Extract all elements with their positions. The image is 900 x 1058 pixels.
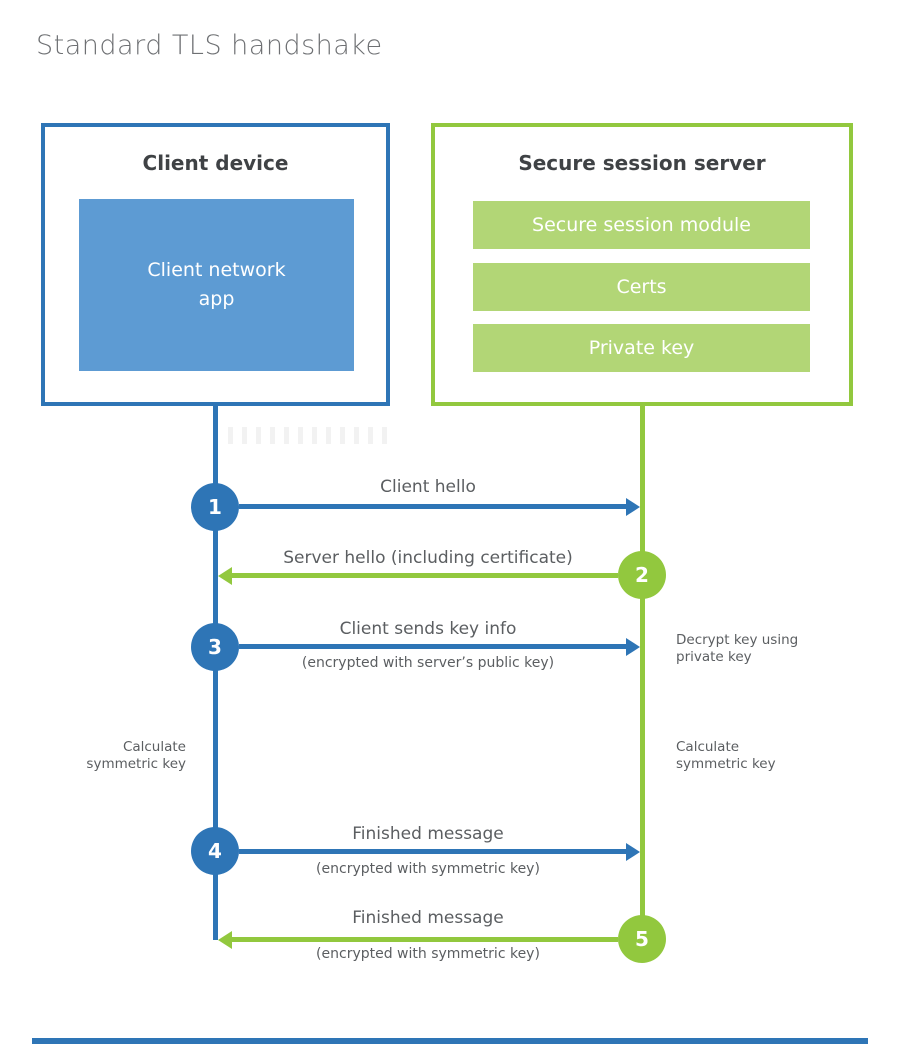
client-device-title: Client device [142, 151, 289, 175]
step5-number: 5 [635, 927, 649, 951]
step4-arrowhead-right-icon [626, 843, 640, 861]
calc-symmetric-key-left: Calculate symmetric key [86, 739, 186, 772]
faint-dash-artifact [228, 427, 388, 444]
step1-arrowhead-right-icon [626, 498, 640, 516]
step2-marker: 2 [618, 551, 666, 599]
step3-arrow [239, 644, 627, 649]
client-lifeline [213, 402, 218, 940]
step3-label: Client sends key info [339, 619, 517, 639]
step3-marker: 3 [191, 623, 239, 671]
client-network-app-box: Client network app [79, 199, 354, 371]
step4-number: 4 [208, 839, 222, 863]
step2-arrowhead-left-icon [218, 567, 232, 585]
step2-number: 2 [635, 563, 649, 587]
step1-label: Client hello [380, 477, 476, 497]
step3-number: 3 [208, 635, 222, 659]
step4-arrow [239, 849, 627, 854]
step4-sublabel: (encrypted with symmetric key) [316, 861, 540, 877]
step1-marker: 1 [191, 483, 239, 531]
step5-label: Finished message [352, 908, 504, 928]
step4-label: Finished message [352, 824, 504, 844]
step5-sublabel: (encrypted with symmetric key) [316, 946, 540, 962]
server-module-certs: Certs [473, 263, 810, 311]
step3-sublabel: (encrypted with server’s public key) [301, 655, 555, 671]
step5-arrow [231, 937, 618, 942]
server-lifeline [640, 402, 645, 939]
step1-arrow [239, 504, 627, 509]
server-module-secure-session: Secure session module [473, 201, 810, 249]
step2-arrow [231, 573, 618, 578]
step1-number: 1 [208, 495, 222, 519]
step5-marker: 5 [618, 915, 666, 963]
server-module-private-key: Private key [473, 324, 810, 372]
step4-marker: 4 [191, 827, 239, 875]
step5-arrowhead-left-icon [218, 931, 232, 949]
step3-arrowhead-right-icon [626, 638, 640, 656]
step2-label: Server hello (including certificate) [283, 548, 573, 568]
bottom-accent-bar [32, 1038, 868, 1044]
decrypt-key-note: Decrypt key using private key [676, 632, 799, 665]
server-title: Secure session server [518, 151, 766, 175]
diagram-title: Standard TLS handshake [36, 30, 383, 61]
calc-symmetric-key-right: Calculate symmetric key [676, 739, 776, 772]
